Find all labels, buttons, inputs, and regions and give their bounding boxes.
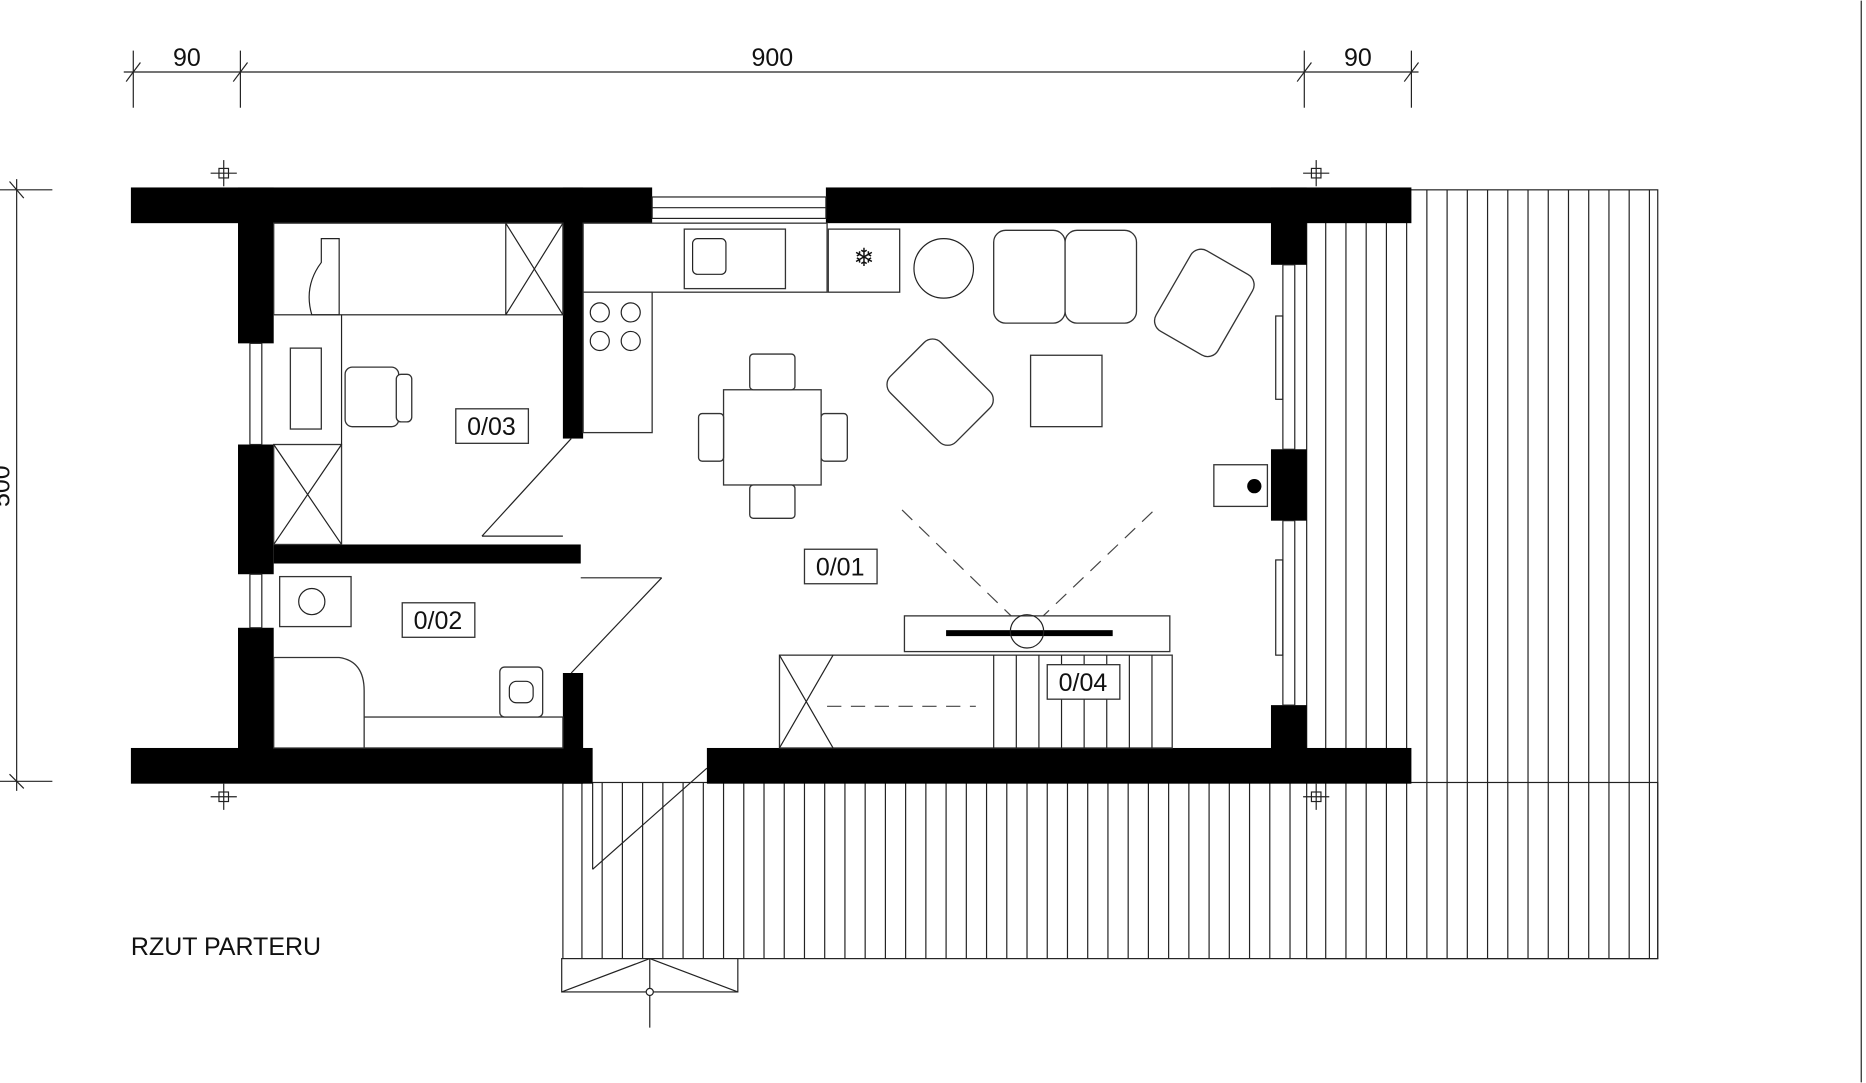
room-0-01-furniture: ❄ bbox=[582, 222, 1269, 749]
dimension-label: 900 bbox=[751, 44, 793, 72]
room-label-0-04: 0/04 bbox=[1046, 664, 1121, 700]
walls bbox=[130, 187, 1412, 784]
drawing-title: RZUT PARTERU bbox=[131, 933, 321, 961]
svg-text:0/04: 0/04 bbox=[1059, 669, 1108, 697]
dimension-label: 90 bbox=[1344, 44, 1372, 72]
room-label-0-03: 0/03 bbox=[455, 408, 530, 444]
svg-text:0/01: 0/01 bbox=[816, 553, 865, 581]
dimension-label: 500 bbox=[0, 465, 16, 507]
room-label-0-01: 0/01 bbox=[803, 548, 878, 585]
svg-text:0/03: 0/03 bbox=[467, 413, 516, 441]
windows bbox=[249, 196, 1296, 706]
room-0-03-furniture bbox=[273, 222, 564, 546]
axis-markers bbox=[210, 160, 1330, 810]
room-label-0-02: 0/02 bbox=[401, 602, 476, 638]
entrance-steps bbox=[561, 958, 739, 1028]
room-0-02-furniture bbox=[273, 575, 564, 749]
svg-text:0/02: 0/02 bbox=[414, 607, 463, 635]
svg-text:❄: ❄ bbox=[854, 244, 875, 272]
doors[interactable] bbox=[481, 438, 663, 674]
left-dimension: 500 bbox=[0, 179, 53, 791]
dimension-label: 90 bbox=[173, 44, 201, 72]
entrance-door[interactable] bbox=[592, 767, 708, 870]
top-dimension: 90 900 90 bbox=[123, 44, 1420, 108]
